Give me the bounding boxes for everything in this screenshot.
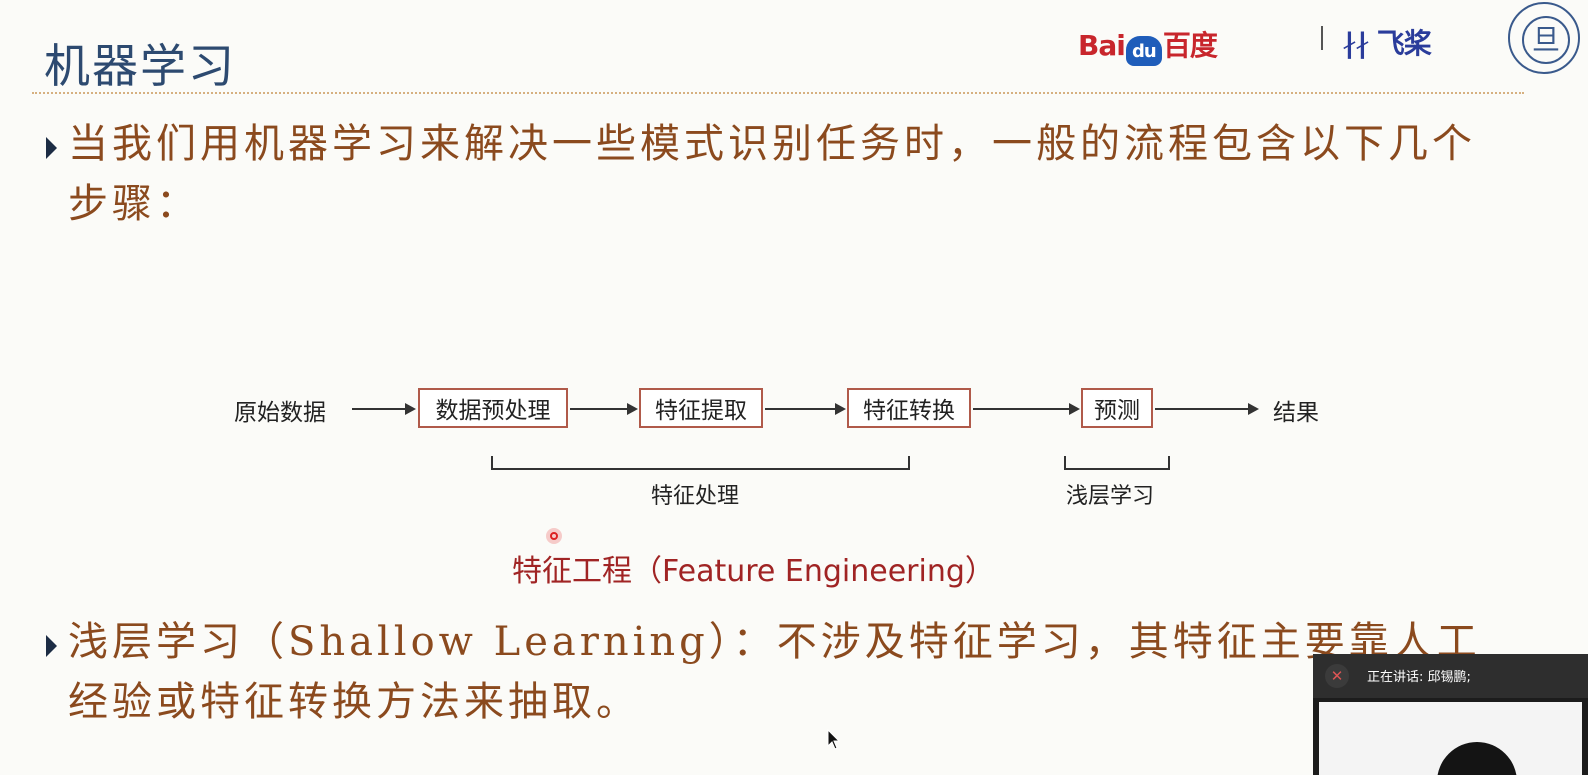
bullet-process-intro: 当我们用机器学习来解决一些模式识别任务时，一般的流程包含以下几个步骤： [46,114,1488,234]
fudan-seal-center: 旦 [1522,16,1570,64]
laser-pointer-icon [546,528,562,544]
label-feature-processing: 特征处理 [651,484,740,509]
bracket-shallow-learning [1064,456,1170,470]
bracket-feature-processing [491,456,910,470]
node-predict: 预测 [1081,388,1153,428]
bullet-arrow-icon [46,635,57,657]
arrow-connector [570,403,638,415]
video-feed[interactable] [1319,702,1582,775]
baidu-paw-icon: du [1125,36,1162,66]
baidu-logo-text: Bai [1078,29,1126,62]
paddle-logo-text: 飞桨 [1376,27,1432,60]
arrow-connector [1155,403,1259,415]
baidu-logo-cn: 百度 [1162,29,1218,62]
fe-label-close: ） [964,554,995,589]
speaker-label: 正在讲话: 邱锡鹏; [1367,670,1471,685]
node-result: 结果 [1273,400,1319,426]
title-divider [32,92,1524,94]
arrow-connector [765,403,846,415]
fe-label-cn: 特征工程（ [512,554,662,589]
slide-title: 机器学习 [44,39,236,93]
arrow-connector [352,403,416,415]
bullet-text: 当我们用机器学习来解决一些模式识别任务时，一般的流程包含以下几个步骤： [68,121,1476,227]
fudan-seal-logo: 旦 [1508,2,1580,74]
speaker-status-bar: ✕ 正在讲话: 邱锡鹏; [1313,654,1588,698]
bullet-arrow-icon [46,137,57,159]
node-feature-transform: 特征转换 [847,388,971,428]
node-preprocess: 数据预处理 [418,388,568,428]
feature-engineering-label: 特征工程（Feature Engineering） [512,546,995,590]
video-call-panel[interactable]: ✕ 正在讲话: 邱锡鹏; [1313,654,1588,775]
ml-pipeline-diagram: 原始数据 数据预处理 特征提取 特征转换 预测 结果 特征处理 浅层学习 [0,380,1588,520]
logo-separator [1321,26,1323,50]
mic-muted-icon[interactable]: ✕ [1325,664,1349,688]
node-raw-data: 原始数据 [234,400,326,426]
bullet-shallow-learning: 浅层学习（Shallow Learning）：不涉及特征学习，其特征主要靠人工经… [46,612,1488,732]
paddle-mark-icon: ∤∤ [1342,27,1377,60]
participant-silhouette [1437,742,1517,775]
paddle-logo: ∤∤ 飞桨 [1342,22,1432,62]
bullet-text: 浅层学习（Shallow Learning）：不涉及特征学习，其特征主要靠人工经… [68,619,1481,725]
fe-label-en: Feature Engineering [662,554,965,589]
node-feature-extract: 特征提取 [639,388,763,428]
arrow-connector [973,403,1080,415]
label-shallow-learning: 浅层学习 [1066,484,1155,509]
